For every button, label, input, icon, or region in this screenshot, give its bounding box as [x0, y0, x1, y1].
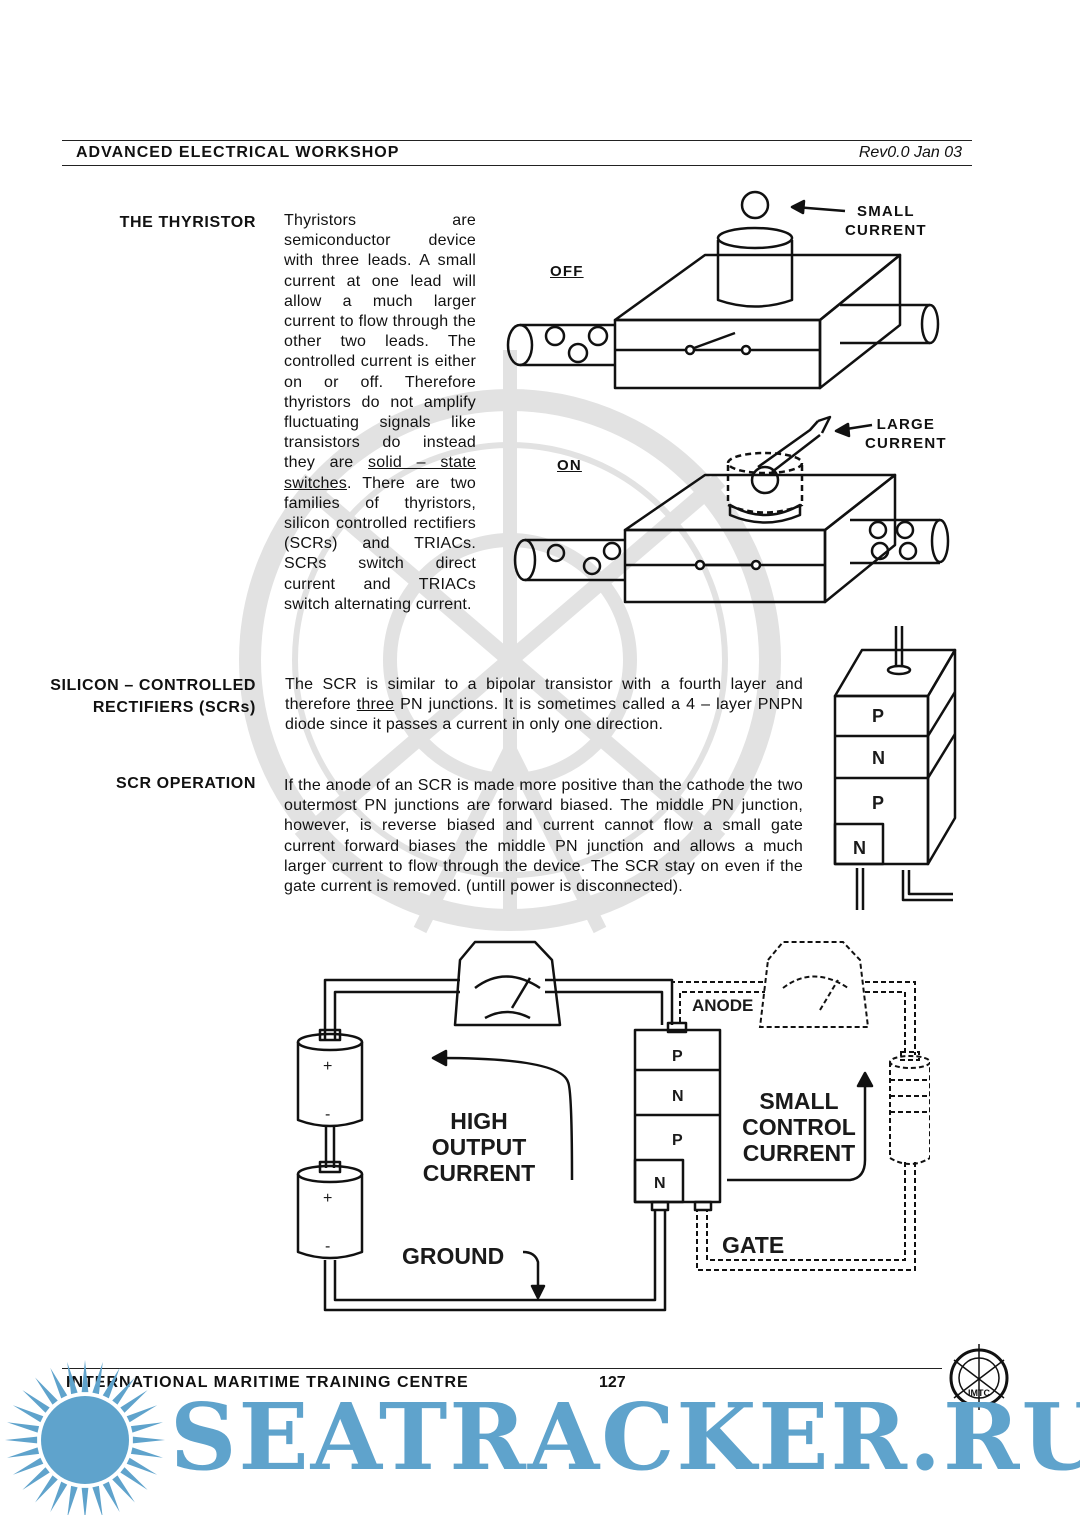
battery-minus-top: -: [325, 1106, 331, 1123]
off-box-side: [818, 253, 902, 390]
block-layer-p1: P: [872, 706, 885, 726]
heading-operation: SCR OPERATION: [116, 775, 256, 792]
underlined-term: solid – state switches: [284, 454, 477, 492]
sun-ray: [112, 1377, 135, 1405]
sun-ray: [126, 1405, 158, 1423]
gate-label: GATE: [722, 1232, 785, 1258]
circuit-layer-p2: P: [672, 1132, 683, 1149]
operation-paragraph: If the anode of an SCR is made more posi…: [284, 777, 803, 896]
small-current-label: SMALL CURRENT: [845, 203, 927, 239]
header-revision: Rev0.0 Jan 03: [858, 144, 962, 161]
off-box-front: [613, 318, 822, 390]
thyristor-analogy-diagram: [506, 190, 950, 604]
off-label: OFF: [550, 263, 584, 280]
circuit-layer-n2: N: [654, 1175, 666, 1192]
scr-layer-block: [833, 626, 957, 910]
on-box-side: [823, 473, 897, 604]
ground-label: GROUND: [402, 1243, 505, 1269]
sun-ray: [112, 1475, 135, 1503]
on-label: ON: [557, 457, 582, 474]
header-title: ADVANCED ELECTRICAL WORKSHOP: [76, 144, 400, 161]
small-control-current-label: SMALL CONTROL CURRENT: [742, 1088, 856, 1166]
block-layer-n2: N: [853, 838, 866, 858]
imtc-logo: IMTC: [949, 1344, 1009, 1410]
battery-plus-bottom: +: [323, 1190, 333, 1207]
scr-paragraph: The SCR is similar to a bipolar transist…: [285, 676, 804, 734]
sun-ray: [12, 1457, 44, 1475]
sun-ray: [132, 1436, 165, 1444]
sun-ray: [81, 1487, 89, 1515]
sun-watermark-icon: [5, 1360, 165, 1515]
thyristor-paragraph: Thyristors are semiconductor device with…: [284, 212, 477, 613]
sun-ray: [67, 1362, 78, 1395]
circuit-layer-n1: N: [672, 1088, 684, 1105]
block-layer-n1: N: [872, 748, 885, 768]
sun-ray: [130, 1422, 163, 1433]
sun-ray: [102, 1481, 120, 1513]
sun-ray: [120, 1467, 148, 1490]
sun-ray: [35, 1475, 58, 1503]
large-current-label: LARGE CURRENT: [865, 416, 947, 452]
sun-ray: [120, 1390, 148, 1413]
sun-ray: [67, 1485, 78, 1515]
sun-ray: [81, 1360, 89, 1393]
sun-ray: [22, 1390, 50, 1413]
sun-ray: [7, 1422, 40, 1433]
header-top-rule: [62, 140, 972, 141]
background-emblem: [239, 350, 781, 934]
circuit-layer-p1: P: [672, 1048, 683, 1065]
scr-circuit-diagram: [296, 940, 930, 1312]
sun-ray: [126, 1457, 158, 1475]
sun-ray: [50, 1481, 68, 1513]
high-output-current-label: HIGH OUTPUT CURRENT: [422, 1108, 536, 1186]
header-bottom-rule: [62, 165, 972, 166]
logo-text: IMTC: [968, 1388, 990, 1398]
sun-ray: [92, 1485, 103, 1515]
heading-thyristor: THE THYRISTOR: [119, 214, 256, 231]
heading-scr-line2: RECTIFIERS (SCRs): [92, 699, 256, 716]
sun-ray: [130, 1447, 163, 1458]
heading-scr: SILICON – CONTROLLED RECTIFIERS (SCRs): [50, 675, 256, 719]
anode-label: ANODE: [692, 996, 754, 1015]
sun-ray: [50, 1367, 68, 1399]
sun-ray: [92, 1362, 103, 1395]
heading-scr-line1: SILICON – CONTROLLED: [50, 677, 256, 694]
footer-organization: INTERNATIONAL MARITIME TRAINING CENTRE: [66, 1374, 469, 1391]
sun-ray: [35, 1377, 58, 1405]
block-layer-p2: P: [872, 793, 885, 813]
sun-ray: [102, 1367, 120, 1399]
sun-ray: [22, 1467, 50, 1490]
battery-plus-top: +: [323, 1058, 333, 1075]
off-box-top: [613, 253, 902, 322]
page-number: 127: [599, 1374, 626, 1391]
sun-ray: [7, 1447, 40, 1458]
sun-ray: [12, 1405, 44, 1423]
watermark-text: SEATRACKER.RU: [170, 1383, 1080, 1491]
underlined-term: three: [356, 696, 395, 714]
footer-rule: [62, 1368, 942, 1369]
battery-minus-bottom: -: [325, 1238, 331, 1255]
sun-ray: [5, 1436, 38, 1444]
